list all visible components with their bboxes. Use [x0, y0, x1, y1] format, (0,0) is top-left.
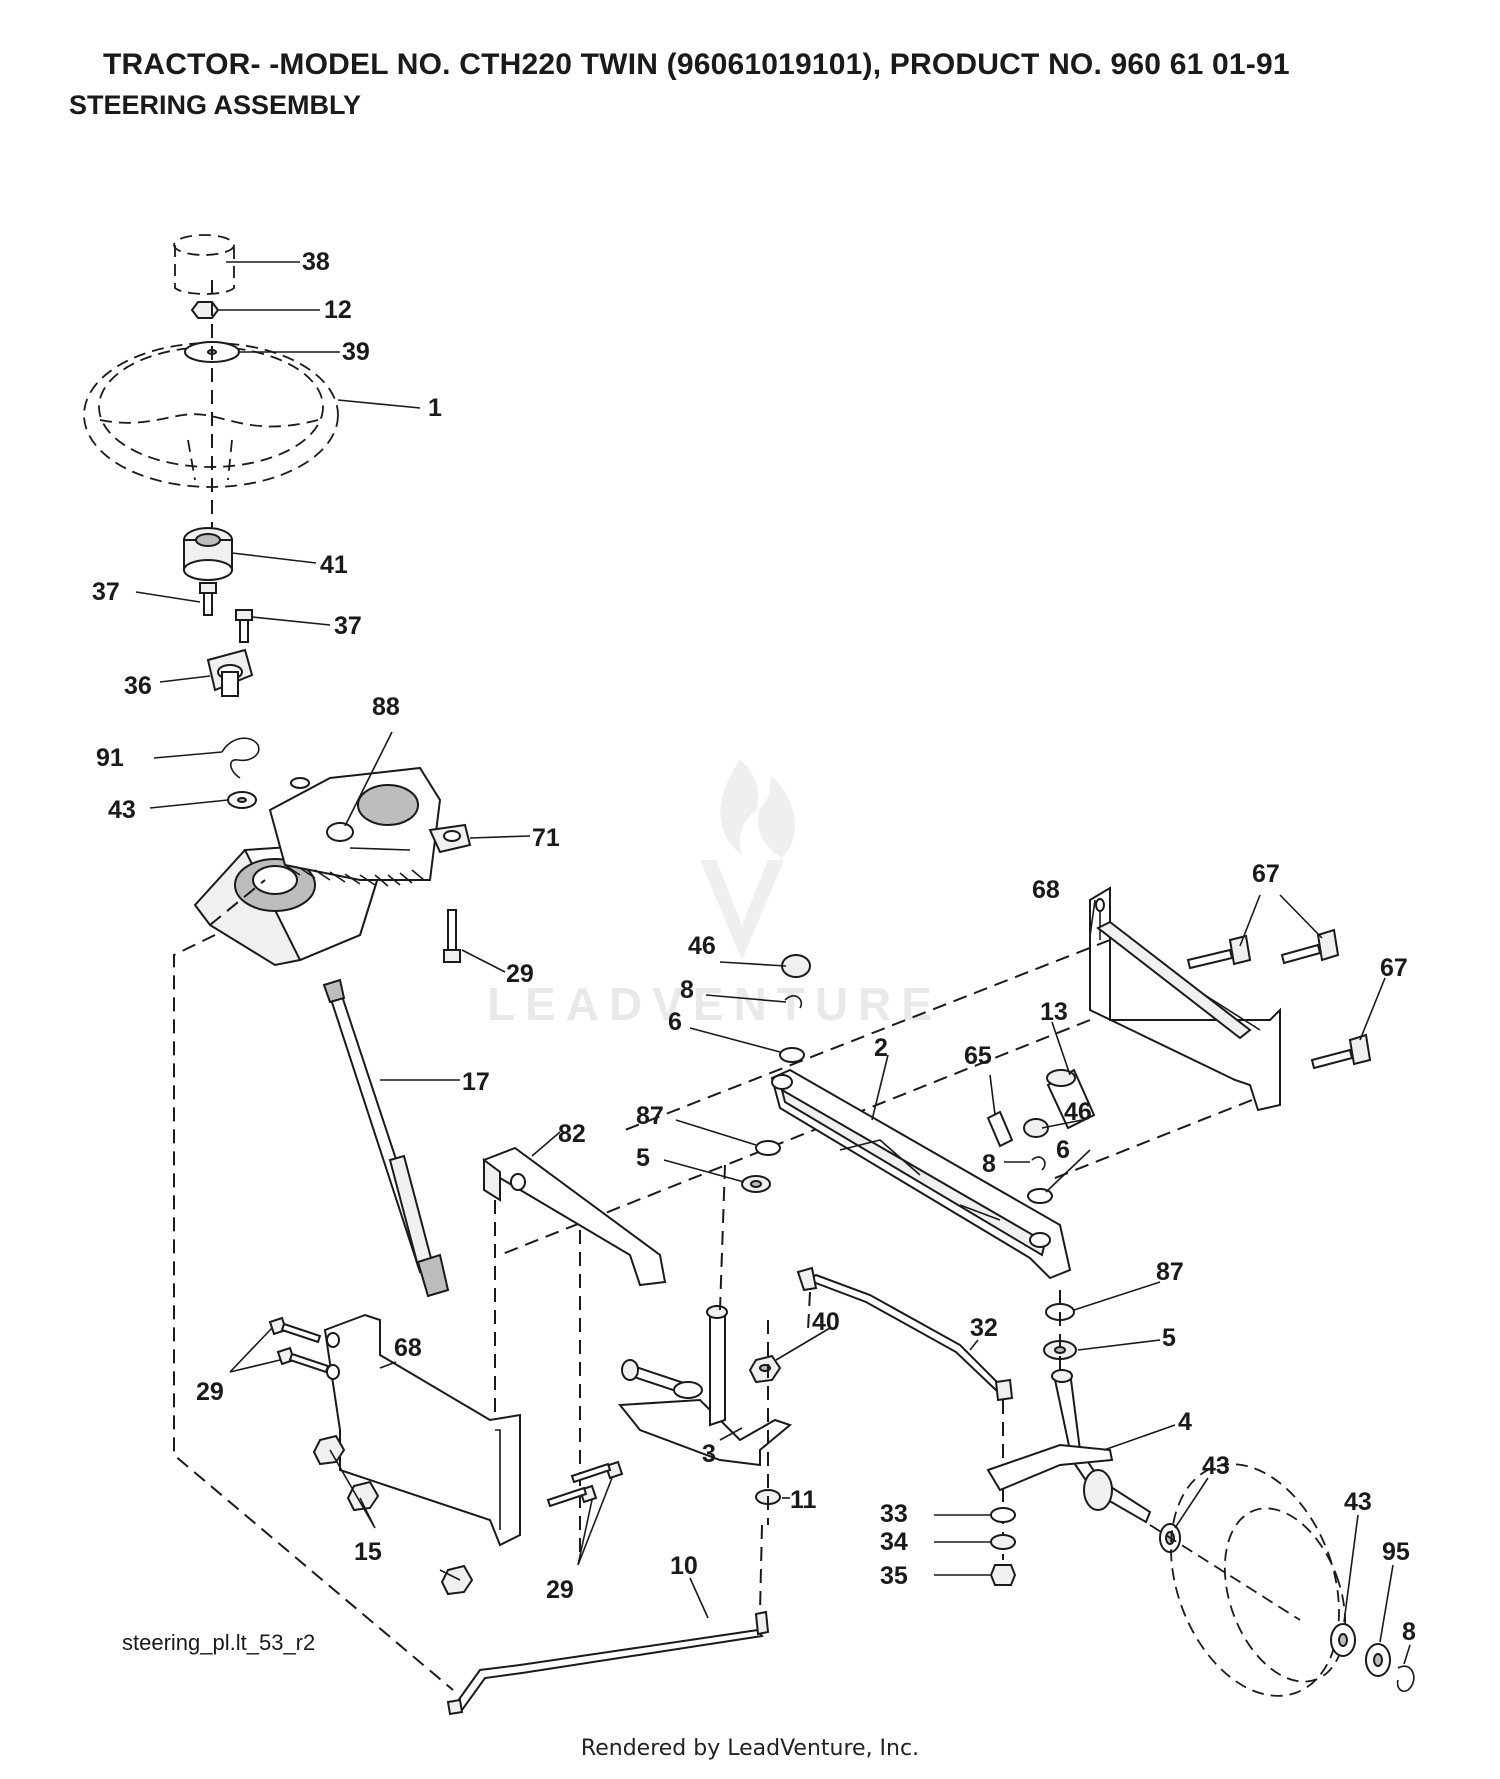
callout-67-top: 67: [1252, 860, 1280, 888]
callout-95: 95: [1382, 1538, 1410, 1566]
callout-43-upper: 43: [108, 796, 136, 824]
callout-36: 36: [124, 672, 152, 700]
part-clip-8-upper: [784, 995, 803, 1009]
callout-88: 88: [372, 693, 400, 721]
callout-43-axle: 43: [1202, 1452, 1230, 1480]
part-washer-95: [1365, 1643, 1391, 1677]
part-front-axle: [770, 1068, 1072, 1280]
callout-46-upper: 46: [688, 932, 716, 960]
part-bolts-67: [1186, 928, 1372, 1070]
callout-13: 13: [1040, 998, 1068, 1026]
part-cap: [173, 234, 235, 295]
callout-15: 15: [354, 1538, 382, 1566]
callout-29-gearbox: 29: [506, 960, 534, 988]
part-spindle-4: [986, 1369, 1152, 1524]
diagram-file-name: steering_pl.lt_53_r2: [122, 1630, 315, 1655]
diagram-subtitle: STEERING ASSEMBLY: [69, 90, 362, 120]
part-washer-6-lower: [1027, 1188, 1053, 1204]
callout-39: 39: [342, 338, 370, 366]
part-bolts-29-plate: [268, 1316, 624, 1508]
callout-67-right: 67: [1380, 954, 1408, 982]
part-pin-65: [986, 1110, 1014, 1148]
callout-32: 32: [970, 1314, 998, 1342]
callout-68-right: 68: [1032, 876, 1060, 904]
callout-6-upper: 6: [668, 1008, 682, 1036]
callout-65: 65: [964, 1042, 992, 1070]
callout-46-lower: 46: [1064, 1098, 1092, 1126]
part-bearing-flange: [206, 648, 254, 697]
watermark-text: LEADVENTURE: [487, 978, 942, 1030]
callout-41: 41: [320, 551, 348, 579]
part-washer-43-wheel: [1330, 1623, 1356, 1657]
callout-40: 40: [812, 1308, 840, 1336]
callout-87-lower: 87: [1156, 1258, 1184, 1286]
part-bracket-82: [482, 1146, 667, 1287]
callout-5-upper: 5: [636, 1144, 650, 1172]
part-washer-43-upper: [227, 791, 257, 809]
part-spacer-13: [1046, 1068, 1096, 1130]
callout-87-upper: 87: [636, 1102, 664, 1130]
callout-38: 38: [302, 248, 330, 276]
callout-12: 12: [324, 296, 352, 324]
callout-35: 35: [880, 1562, 908, 1590]
part-washer-6-upper: [779, 1047, 805, 1063]
part-steering-shaft: [322, 978, 450, 1298]
part-bolt-29-gearbox: [443, 909, 461, 963]
callout-29-plate-left: 29: [196, 1378, 224, 1406]
callout-37-right: 37: [334, 612, 362, 640]
part-adapter: [183, 527, 233, 581]
callout-71: 71: [532, 824, 560, 852]
part-front-wheel: [1149, 1463, 1347, 1697]
callout-3: 3: [702, 1440, 716, 1468]
part-clip: [221, 737, 260, 779]
callout-11: 11: [790, 1486, 817, 1514]
part-drag-link: [796, 1266, 1014, 1402]
part-steering-arm-3: [618, 1305, 793, 1467]
callout-68-left: 68: [394, 1334, 422, 1362]
part-washer-34: [990, 1534, 1016, 1550]
callout-leader-lines: [135, 261, 1411, 1665]
callout-2: 2: [874, 1034, 888, 1062]
callout-82: 82: [558, 1120, 586, 1148]
callout-91: 91: [96, 744, 124, 772]
callout-5-lower: 5: [1162, 1324, 1176, 1352]
part-steering-gearbox: [193, 766, 472, 967]
part-nut-35: [989, 1564, 1017, 1586]
leadventure-watermark-logo: LEADVENTURE: [487, 760, 942, 1030]
rendered-by-footer: Rendered by LeadVenture, Inc.: [580, 1736, 920, 1761]
part-cap-46-lower: [1023, 1118, 1049, 1138]
part-tie-rod: [446, 1610, 770, 1716]
part-clip-8-lower: [1031, 1156, 1046, 1171]
part-bolts-37: [199, 582, 253, 643]
diagram-title: TRACTOR- -MODEL NO. CTH220 TWIN (9606101…: [103, 48, 1290, 81]
callout-numbers: 38 12 39 1 41 37 37 36 91 43 88 71 29 17…: [92, 248, 1416, 1646]
part-nuts-15: [312, 1434, 474, 1596]
callout-34: 34: [880, 1528, 908, 1556]
callout-8-wheel: 8: [1402, 1618, 1416, 1646]
part-washer-87-upper: [755, 1140, 781, 1156]
callout-6-lower: 6: [1056, 1136, 1070, 1164]
callout-4: 4: [1178, 1408, 1192, 1436]
callout-1: 1: [428, 394, 442, 422]
callout-8-upper: 8: [680, 976, 694, 1004]
part-cap-46-upper: [781, 954, 811, 978]
callout-33: 33: [880, 1500, 908, 1528]
part-washer-5-upper: [741, 1175, 771, 1193]
callout-29-plate-right: 29: [546, 1576, 574, 1604]
part-washer-33: [990, 1507, 1016, 1523]
part-front-axle-bracket-left: [323, 1313, 521, 1547]
part-front-axle-bracket-right: [1089, 886, 1281, 1112]
part-clip-8-wheel: [1396, 1665, 1415, 1693]
callout-37-left: 37: [92, 578, 120, 606]
callout-8-lower: 8: [982, 1150, 996, 1178]
part-spacer-40: [748, 1354, 782, 1384]
callout-17: 17: [462, 1068, 490, 1096]
callout-10: 10: [670, 1552, 698, 1580]
callout-43-wheel: 43: [1344, 1488, 1372, 1516]
